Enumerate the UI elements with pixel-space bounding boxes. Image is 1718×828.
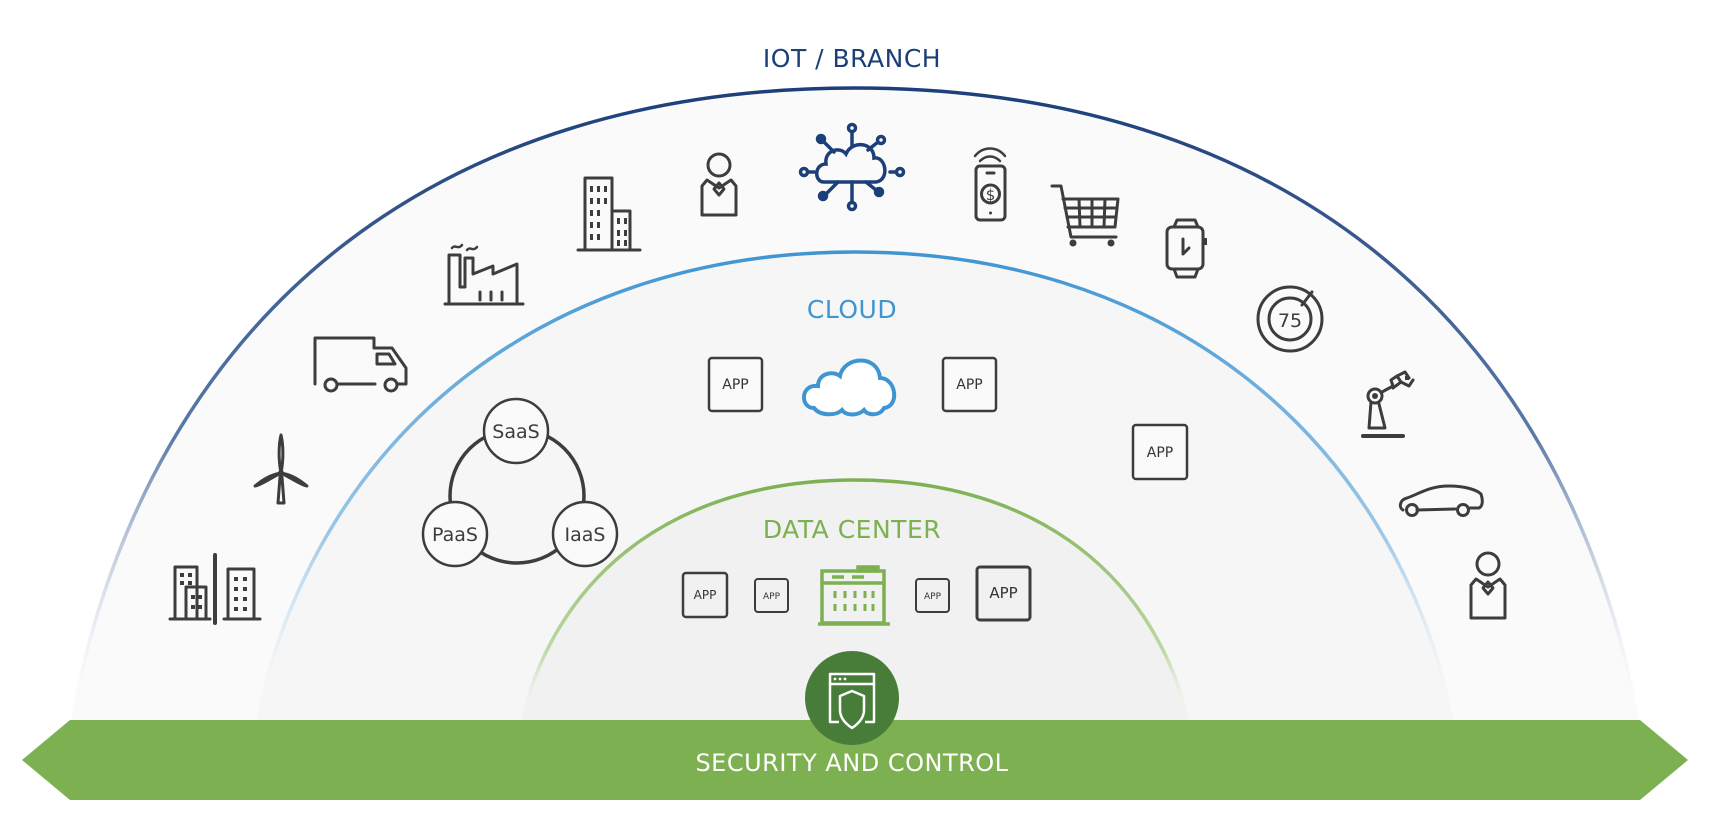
- inner-ring-area: [517, 478, 1193, 727]
- data-center-title: DATA CENTER: [763, 515, 941, 544]
- security-and-control-label: SECURITY AND CONTROL: [695, 749, 1008, 777]
- wind-turbine-icon: [253, 433, 309, 505]
- office-building-icon: [576, 176, 642, 252]
- person-icon: [1469, 551, 1507, 620]
- iaas-node: IaaS: [551, 500, 619, 568]
- app-icon: APP: [681, 571, 729, 619]
- app-label: APP: [989, 584, 1017, 602]
- thermostat-icon: 75: [1256, 285, 1324, 353]
- secure-browser-shield-icon: [805, 651, 899, 745]
- service-triad-icon: SaaS PaaS IaaS: [421, 397, 619, 568]
- saas-label: SaaS: [492, 421, 539, 443]
- app-icon: APP: [1131, 423, 1189, 481]
- datacenter-building-icon: [818, 565, 890, 626]
- delivery-truck-icon: [313, 336, 408, 393]
- app-icon: APP: [707, 356, 764, 413]
- cloud-icon: [802, 358, 896, 417]
- paas-label: PaaS: [432, 524, 478, 546]
- campus-buildings-icon: [168, 553, 262, 625]
- app-icon: APP: [941, 356, 998, 413]
- mobile-payment-icon: $: [973, 147, 1007, 222]
- app-label: APP: [722, 377, 748, 393]
- iot-branch-title: IOT / BRANCH: [763, 44, 941, 73]
- car-icon: [1398, 484, 1484, 517]
- factory-icon: [443, 243, 525, 306]
- app-icon: APP: [975, 565, 1032, 622]
- shopping-cart-icon: [1050, 184, 1120, 247]
- app-label: APP: [956, 377, 982, 393]
- app-label: APP: [763, 592, 781, 602]
- robot-arm-icon: [1361, 370, 1415, 438]
- cloud-title: CLOUD: [807, 295, 897, 324]
- app-label: APP: [924, 592, 942, 602]
- person-icon: [700, 152, 738, 217]
- app-label: APP: [1147, 445, 1173, 461]
- paas-node: PaaS: [421, 500, 489, 568]
- iaas-label: IaaS: [565, 524, 606, 546]
- thermostat-value: 75: [1278, 310, 1302, 332]
- app-label: APP: [694, 588, 717, 602]
- security-banner: [22, 720, 1688, 800]
- iot-cloud-network-icon: [798, 122, 906, 212]
- smartwatch-icon: [1165, 218, 1207, 279]
- app-icon: APP: [754, 578, 789, 613]
- dollar-symbol: $: [986, 186, 996, 204]
- app-icon: APP: [915, 578, 950, 613]
- saas-node: SaaS: [482, 397, 550, 465]
